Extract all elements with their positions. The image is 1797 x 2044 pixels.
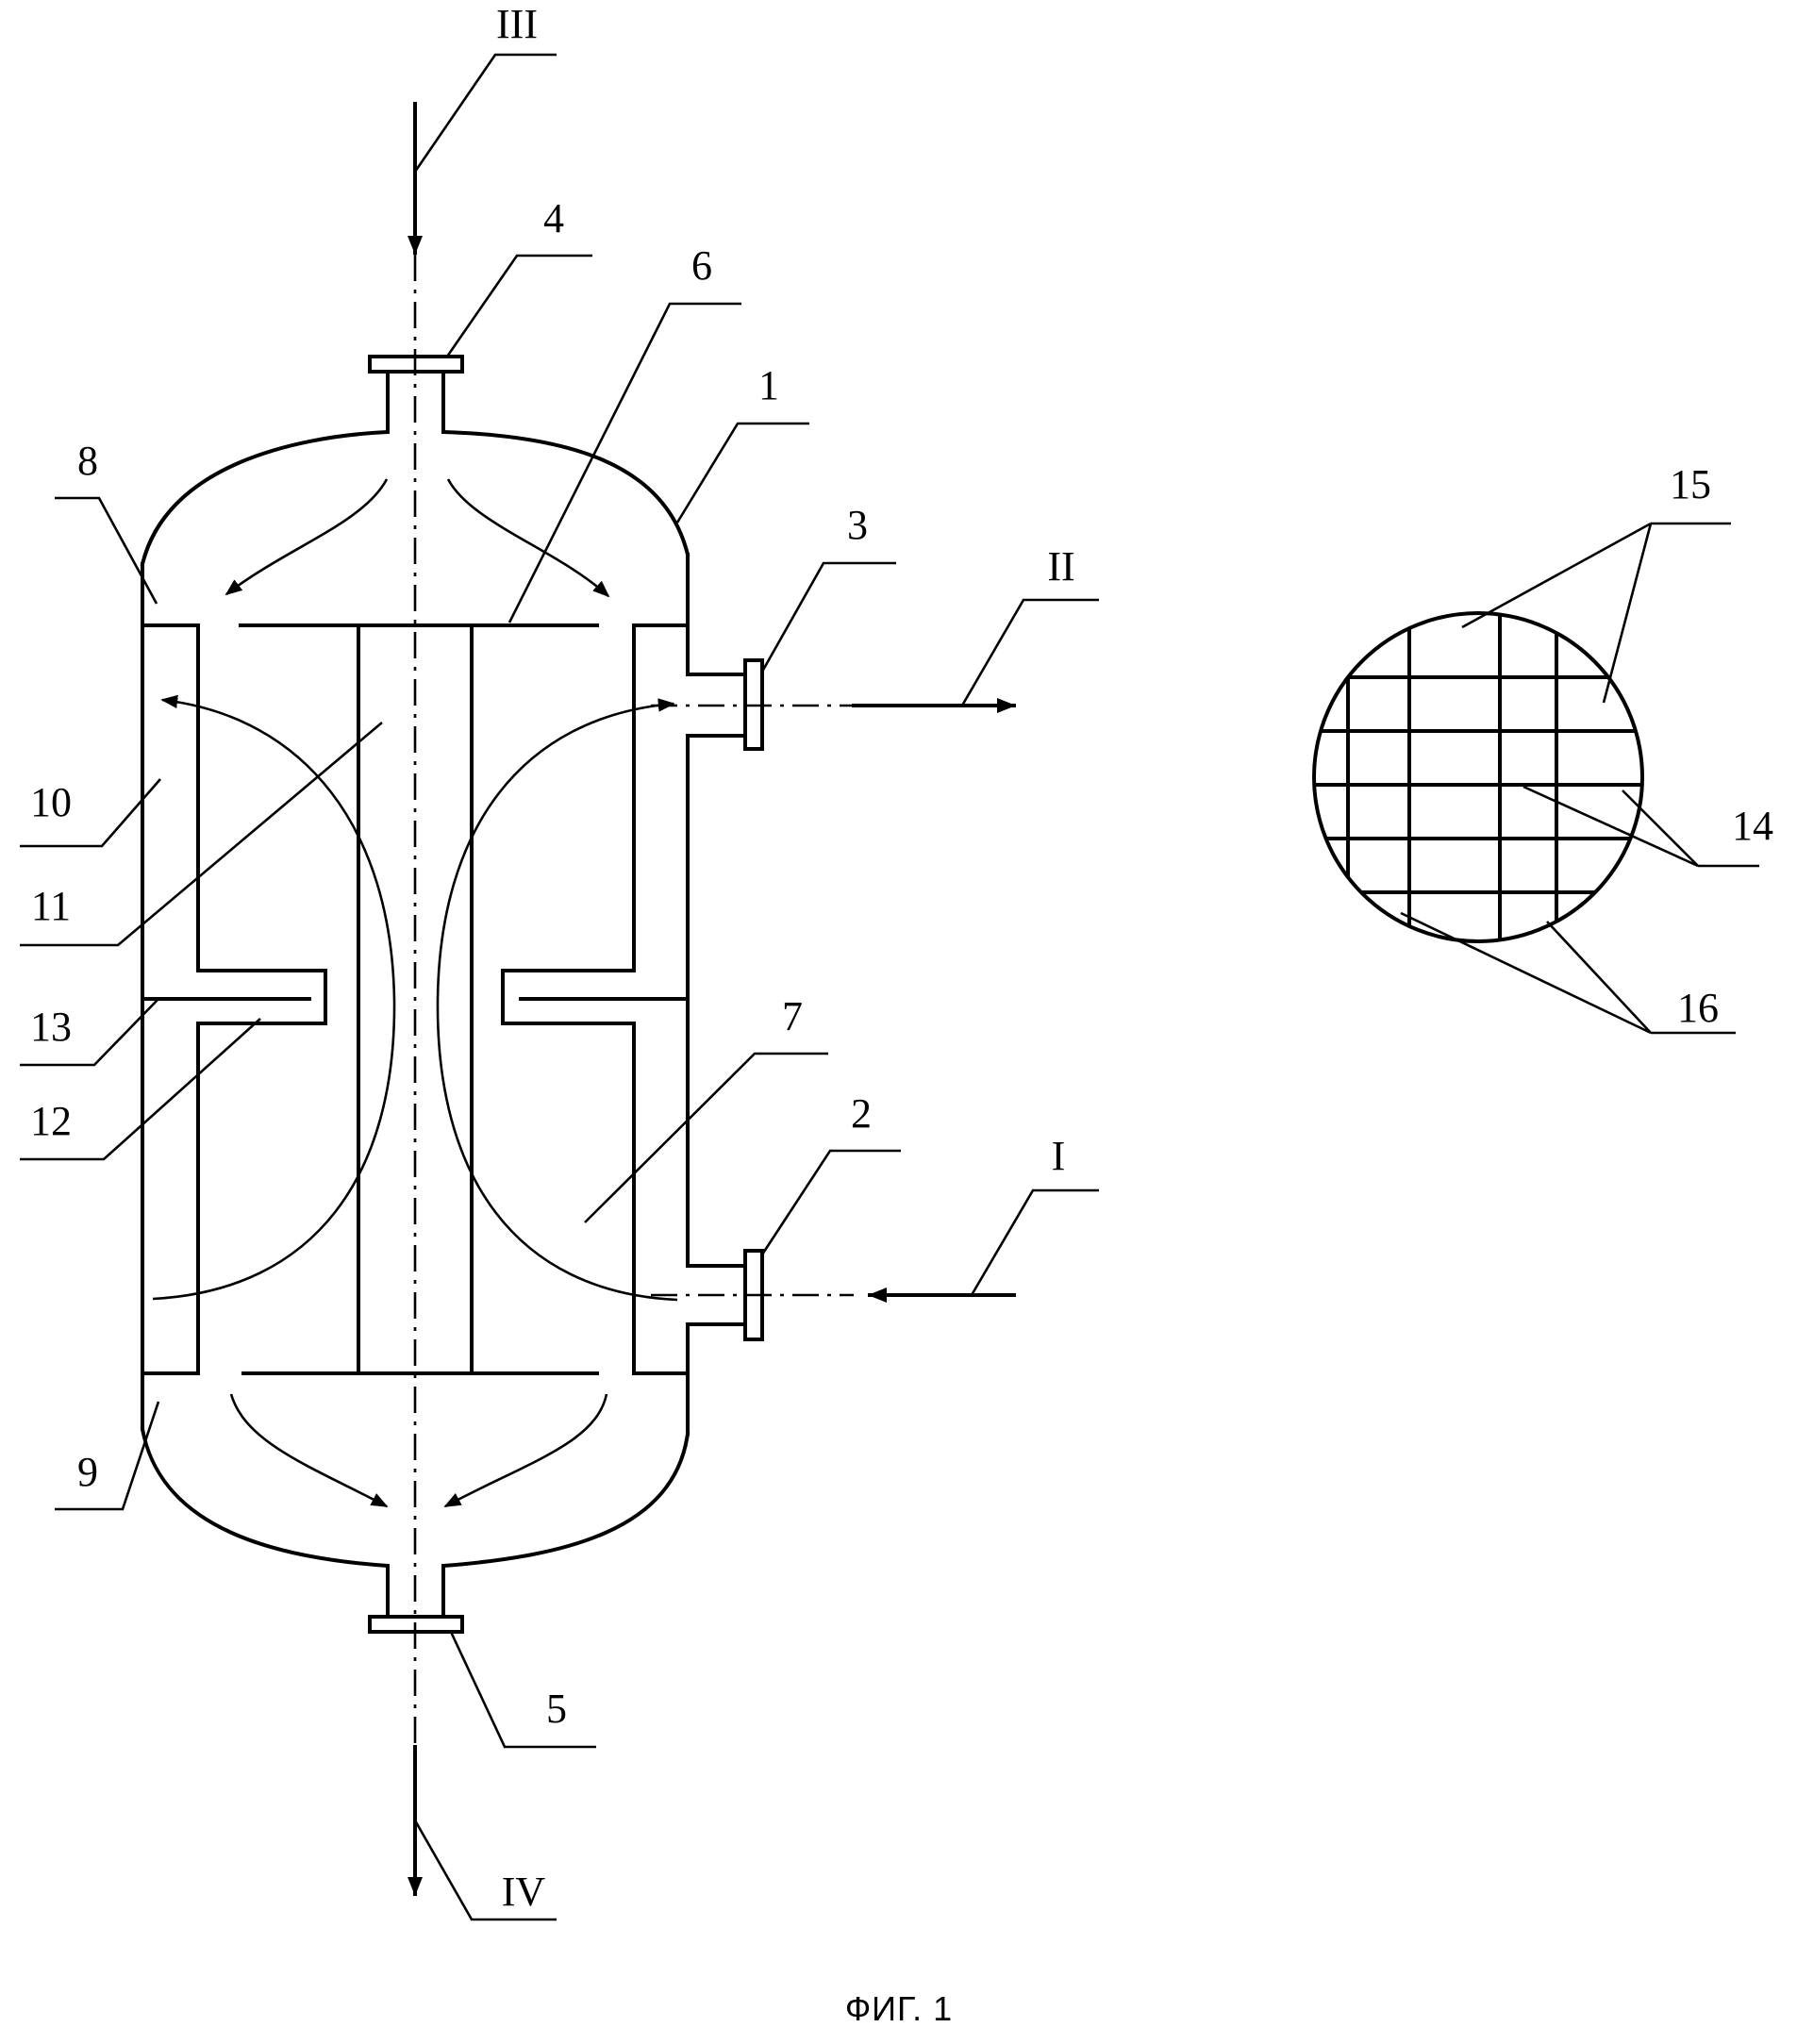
part-label-9: 9 bbox=[77, 1449, 98, 1495]
part-label-15: 15 bbox=[1670, 461, 1711, 507]
part-label-3: 3 bbox=[847, 502, 868, 548]
vessel-shell bbox=[142, 396, 688, 1617]
part-label-13: 13 bbox=[30, 1004, 72, 1050]
leader-lines bbox=[20, 55, 1759, 1919]
part-label-10: 10 bbox=[30, 779, 72, 825]
stream-arrows bbox=[415, 104, 1014, 1894]
stream-label-i: I bbox=[1052, 1133, 1066, 1179]
part-label-11: 11 bbox=[31, 883, 71, 929]
part-label-5: 5 bbox=[546, 1686, 567, 1732]
stream-label-ii: II bbox=[1047, 543, 1074, 590]
stream-labels: III II I IV bbox=[496, 1, 1075, 1915]
stream-label-iii: III bbox=[496, 1, 538, 47]
left-annular-channel bbox=[142, 625, 325, 1373]
part-label-8: 8 bbox=[77, 438, 98, 484]
part-labels: 4 6 1 8 3 10 11 13 12 7 2 9 5 15 14 16 bbox=[30, 195, 1773, 1732]
part-label-4: 4 bbox=[543, 195, 564, 241]
stream-label-iv: IV bbox=[502, 1869, 546, 1915]
part-label-7: 7 bbox=[782, 993, 803, 1039]
part-label-6: 6 bbox=[691, 242, 712, 289]
part-label-12: 12 bbox=[30, 1098, 72, 1144]
part-label-2: 2 bbox=[851, 1090, 872, 1137]
figure-caption: ФИГ. 1 bbox=[845, 1989, 953, 2028]
detail-grid bbox=[1302, 604, 1660, 953]
part-label-1: 1 bbox=[758, 362, 779, 408]
magnified-detail bbox=[1302, 604, 1660, 953]
part-label-14: 14 bbox=[1732, 803, 1773, 849]
part-label-16: 16 bbox=[1677, 985, 1719, 1031]
right-annular-channel bbox=[503, 625, 688, 1373]
